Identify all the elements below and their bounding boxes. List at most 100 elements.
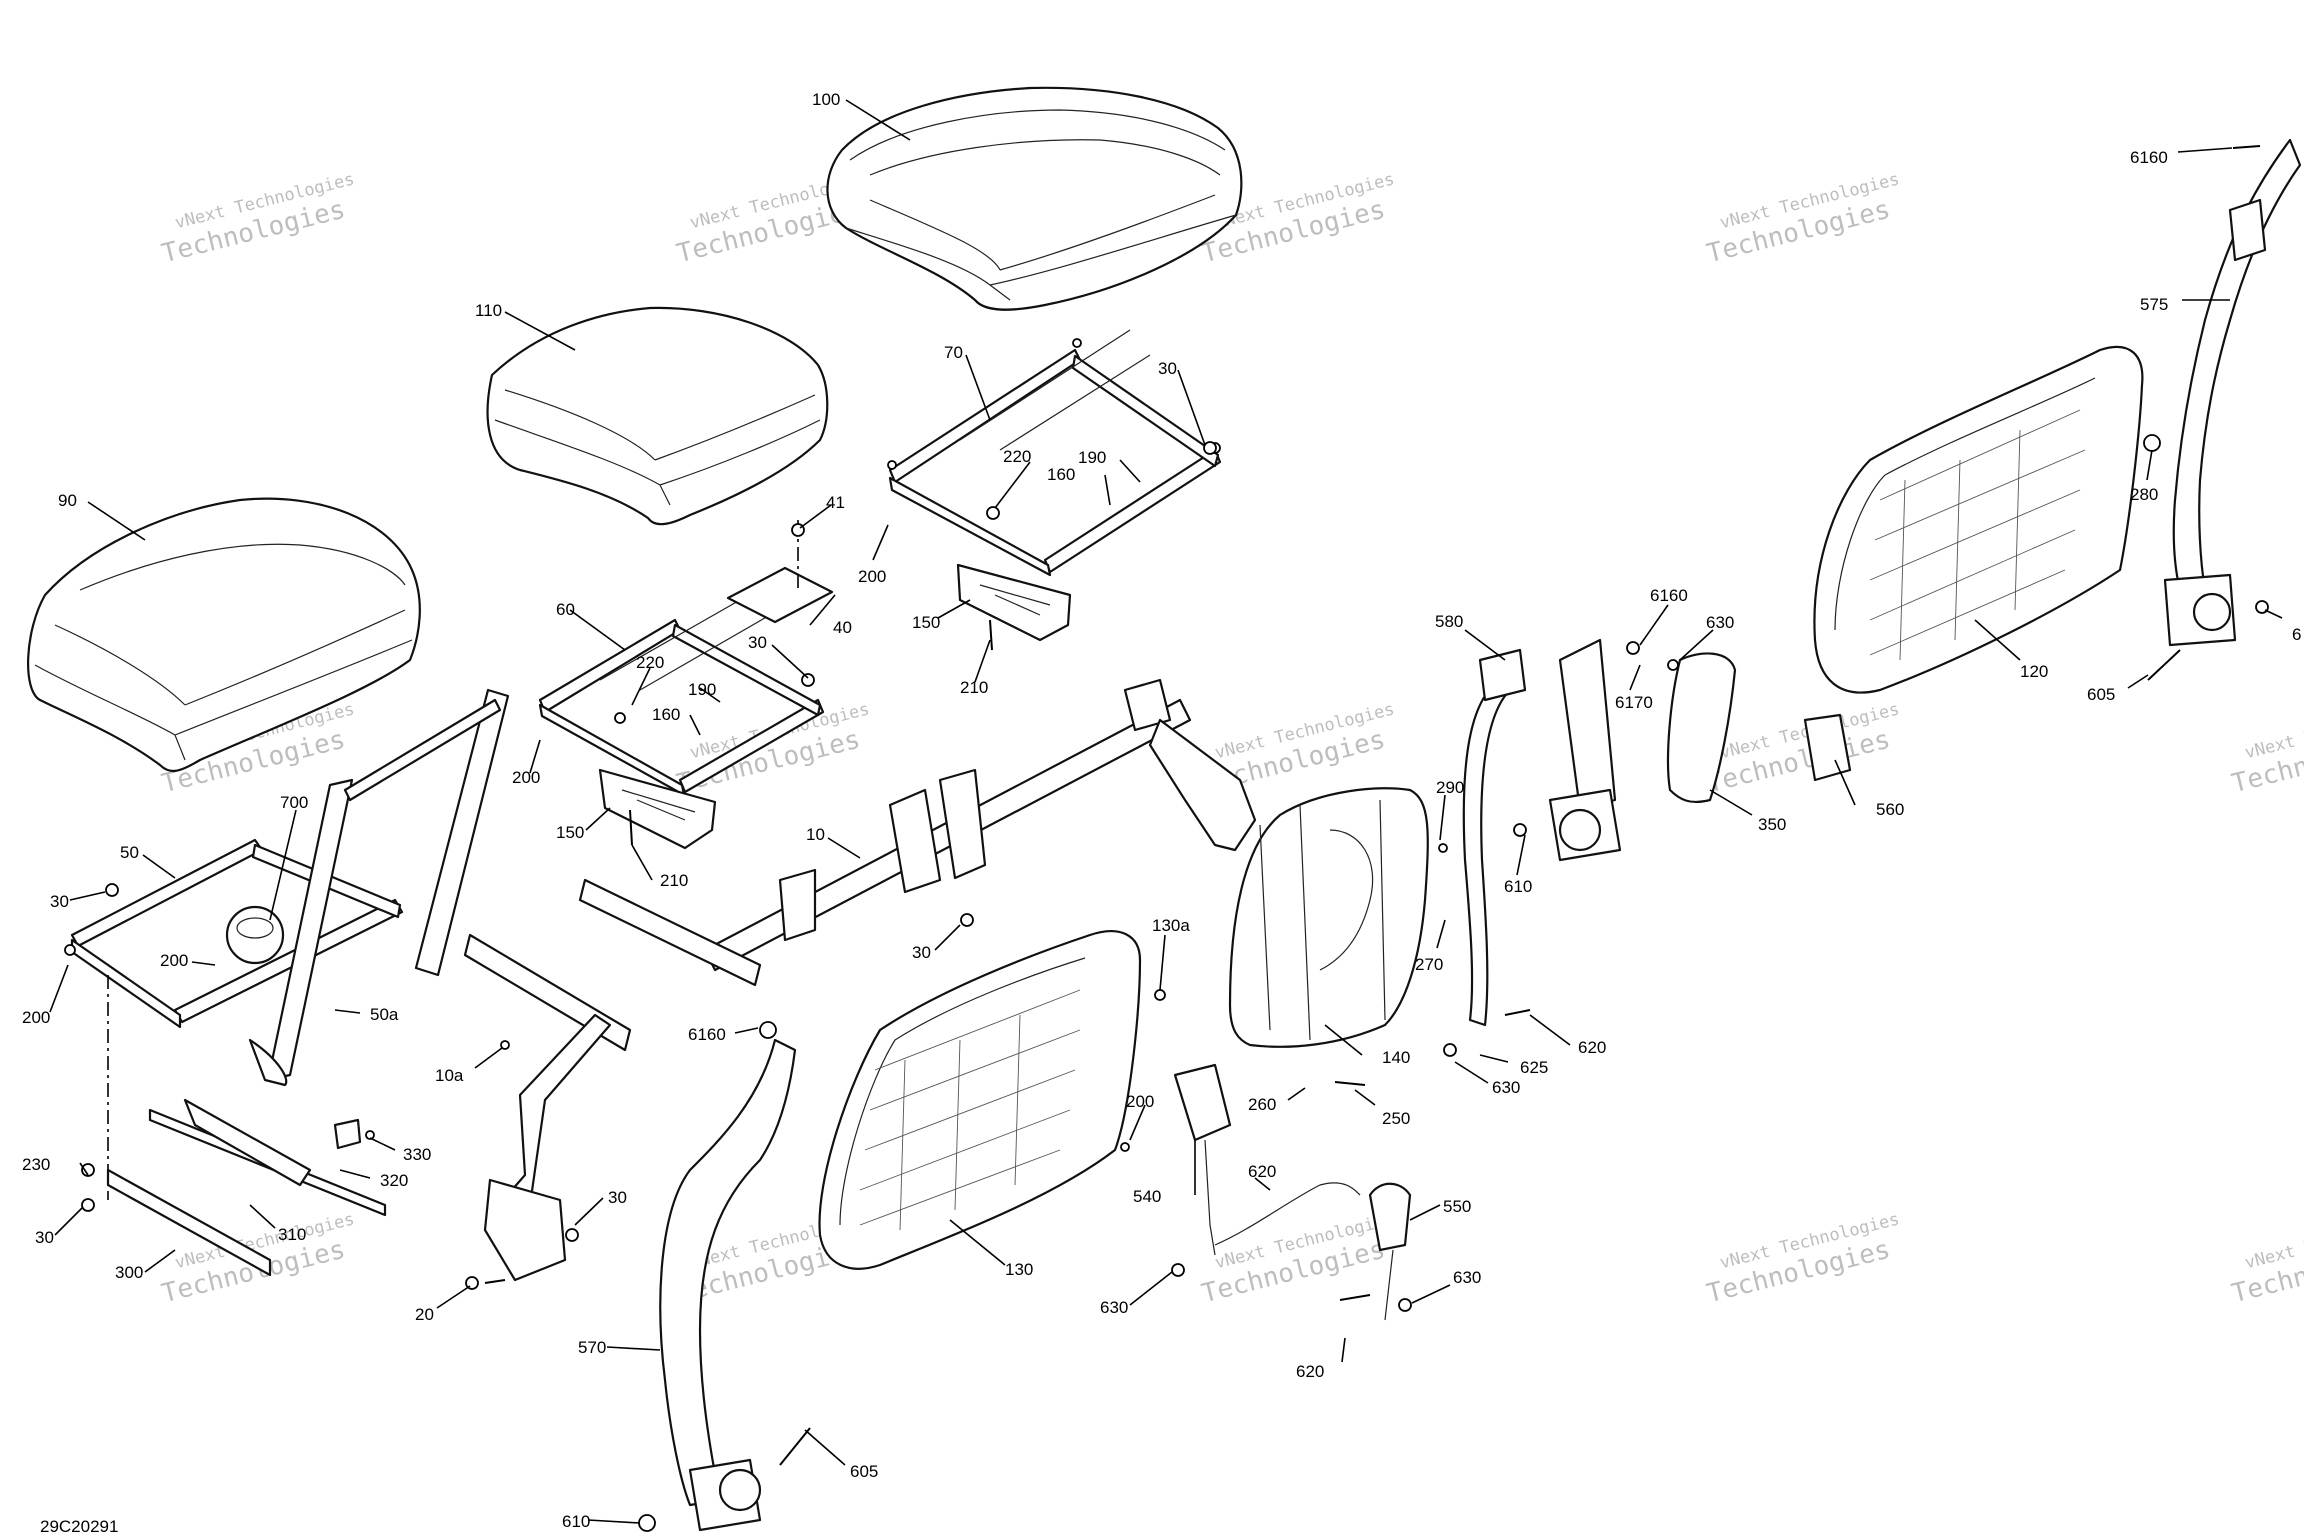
callout-30: 30 bbox=[912, 943, 931, 962]
callout-350: 350 bbox=[1758, 815, 1786, 834]
backrest-frame-left bbox=[248, 688, 510, 1087]
seatbelt-575 bbox=[2163, 138, 2302, 647]
callout-50a: 50a bbox=[370, 1005, 399, 1024]
callout-200: 200 bbox=[858, 567, 886, 586]
callout-60: 60 bbox=[556, 600, 575, 619]
callout-90: 90 bbox=[58, 491, 77, 510]
plate-40 bbox=[726, 520, 834, 624]
callout-575: 575 bbox=[2140, 295, 2168, 314]
callout-560: 560 bbox=[1876, 800, 1904, 819]
callout-540: 540 bbox=[1133, 1187, 1161, 1206]
callout-290: 290 bbox=[1436, 778, 1464, 797]
callout-570: 570 bbox=[578, 1338, 606, 1357]
callout-30: 30 bbox=[748, 633, 767, 652]
callout-130: 130 bbox=[1005, 1260, 1033, 1279]
callout-150: 150 bbox=[556, 823, 584, 842]
callout-160: 160 bbox=[1047, 465, 1075, 484]
seatbelt-570 bbox=[659, 1021, 797, 1532]
callout-630: 630 bbox=[1706, 613, 1734, 632]
cross-tube-10 bbox=[463, 678, 1257, 1282]
callout-310: 310 bbox=[278, 1225, 306, 1244]
callout-605: 605 bbox=[2087, 685, 2115, 704]
callout-50: 50 bbox=[120, 843, 139, 862]
seat-frame-60 bbox=[538, 599, 825, 797]
callout-330: 330 bbox=[403, 1145, 431, 1164]
callout-300: 300 bbox=[115, 1263, 143, 1282]
callout-6160: 6160 bbox=[1650, 586, 1688, 605]
callout-30: 30 bbox=[35, 1228, 54, 1247]
leader-lines bbox=[49, 99, 2283, 1524]
buckle-560 bbox=[1803, 713, 1852, 782]
callout-140: 140 bbox=[1382, 1048, 1410, 1067]
callout-230: 230 bbox=[22, 1155, 50, 1174]
diagram-id: 29C20291 bbox=[40, 1517, 118, 1536]
callout-70: 70 bbox=[944, 343, 963, 362]
callout-260: 260 bbox=[1248, 1095, 1276, 1114]
callout-6160: 6160 bbox=[688, 1025, 726, 1044]
callout-200: 200 bbox=[1126, 1092, 1154, 1111]
callout-210: 210 bbox=[660, 871, 688, 890]
callout-20: 20 bbox=[415, 1305, 434, 1324]
callout-10: 10 bbox=[806, 825, 825, 844]
callout-190: 190 bbox=[1078, 448, 1106, 467]
callout-120: 120 bbox=[2020, 662, 2048, 681]
callout-30: 30 bbox=[608, 1188, 627, 1207]
callout-6170: 6170 bbox=[1615, 693, 1653, 712]
backrest-130 bbox=[818, 930, 1142, 1270]
callout-610: 610 bbox=[562, 1512, 590, 1531]
seat-base-50 bbox=[70, 838, 404, 1200]
callout-550: 550 bbox=[1443, 1197, 1471, 1216]
backrest-120 bbox=[1813, 345, 2144, 694]
seat-cushion-90 bbox=[26, 497, 421, 773]
callout-630: 630 bbox=[1453, 1268, 1481, 1287]
callout-190: 190 bbox=[688, 680, 716, 699]
callout-625: 625 bbox=[1520, 1058, 1548, 1077]
hardware bbox=[64, 145, 2269, 1532]
callout-220: 220 bbox=[636, 653, 664, 672]
callout-210: 210 bbox=[960, 678, 988, 697]
callout-220: 220 bbox=[1003, 447, 1031, 466]
callout-30: 30 bbox=[50, 892, 69, 911]
callout-110: 110 bbox=[475, 301, 502, 320]
seat-frame-70 bbox=[887, 329, 1222, 577]
callout-630: 630 bbox=[1100, 1298, 1128, 1317]
callout-labels: 100 110 90 70 30 220 190 160 41 40 200 1… bbox=[22, 90, 2301, 1531]
callout-620: 620 bbox=[1578, 1038, 1606, 1057]
callout-100: 100 bbox=[812, 90, 840, 109]
callout-630: 630 bbox=[1492, 1078, 1520, 1097]
callout-280: 280 bbox=[2130, 485, 2158, 504]
callout-41: 41 bbox=[826, 493, 845, 512]
callout-700: 700 bbox=[280, 793, 308, 812]
buckle-540 bbox=[1173, 1063, 1361, 1256]
callout-160: 160 bbox=[652, 705, 680, 724]
seat-rail-150b bbox=[598, 768, 717, 850]
callout-6160: 6160 bbox=[2130, 148, 2168, 167]
callout-580: 580 bbox=[1435, 612, 1463, 631]
callout-620: 620 bbox=[1296, 1362, 1324, 1381]
callout-30: 30 bbox=[1158, 359, 1177, 378]
callout-130a: 130a bbox=[1152, 916, 1190, 935]
callout-620: 620 bbox=[1248, 1162, 1276, 1181]
callout-200: 200 bbox=[512, 768, 540, 787]
buckle-550 bbox=[1368, 1182, 1412, 1321]
seatbelt-580 bbox=[1462, 638, 1622, 1027]
callout-10a: 10a bbox=[435, 1066, 464, 1085]
callout-200: 200 bbox=[160, 951, 188, 970]
seat-cushion-100 bbox=[826, 86, 1243, 311]
callout-610: 610 bbox=[1504, 877, 1532, 896]
callout-270: 270 bbox=[1415, 955, 1443, 974]
trim-350 bbox=[1666, 652, 1737, 804]
callout-200: 200 bbox=[22, 1008, 50, 1027]
seat-rail-150a bbox=[956, 563, 1072, 642]
callout-320: 320 bbox=[380, 1171, 408, 1190]
callout-40: 40 bbox=[833, 618, 852, 637]
slide-rail-assembly bbox=[81, 1098, 387, 1277]
backrest-140 bbox=[1228, 787, 1429, 1048]
